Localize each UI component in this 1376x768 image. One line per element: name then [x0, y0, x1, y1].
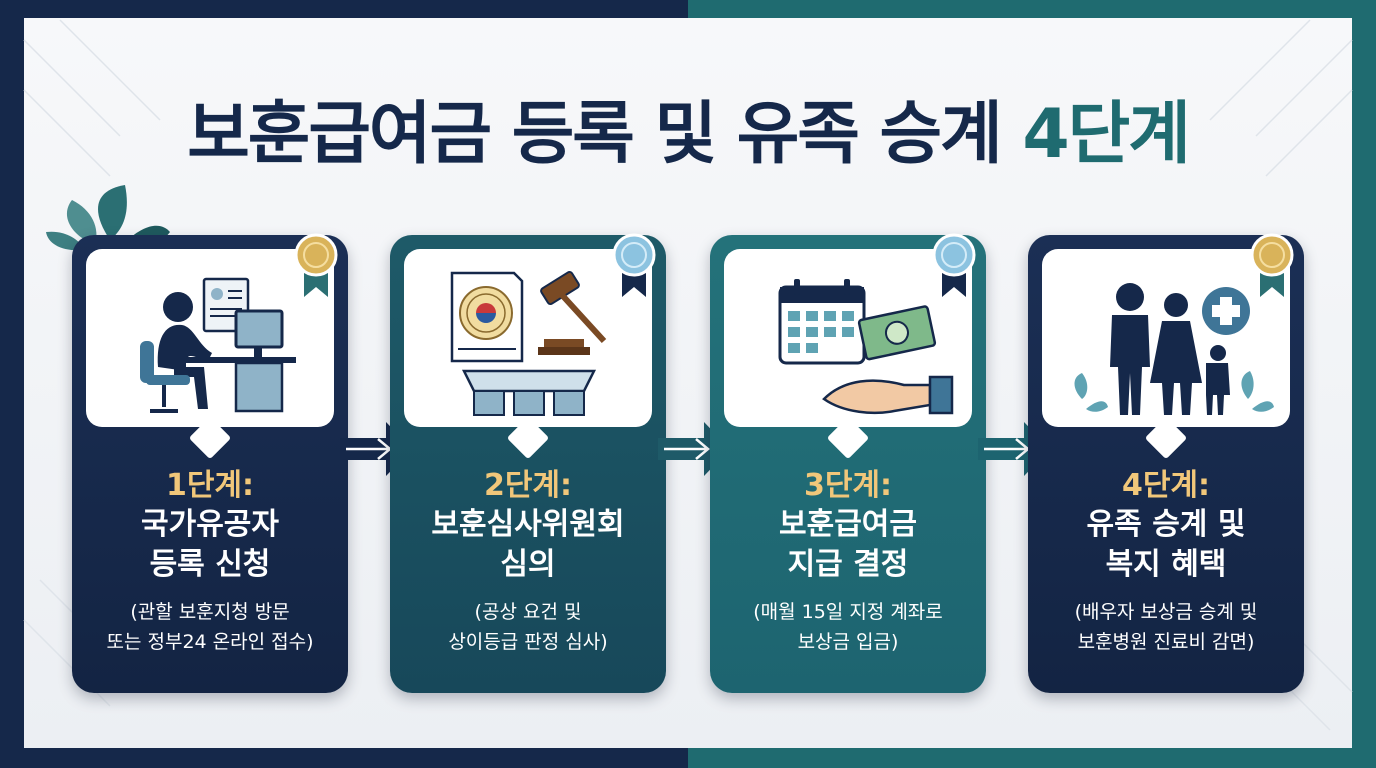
- step-detail: (매월 15일 지정 계좌로 보상금 입금): [753, 601, 943, 653]
- step-illustration-box: [724, 249, 972, 427]
- step-illustration-box: [86, 249, 334, 427]
- step-label: 3단계:: [803, 468, 893, 503]
- gavel-document-icon: [450, 270, 607, 416]
- step-illustration-box: [1042, 249, 1290, 427]
- step-detail: (관할 보훈지청 방문 또는 정부24 온라인 접수): [106, 601, 314, 653]
- calendar-money-hand-icon: [778, 279, 954, 415]
- step-card-1: 1단계: 국가유공자 등록 신청 (관할 보훈지청 방문 또는 정부24 온라인…: [72, 233, 348, 693]
- step-heading: 보훈심사위원회 심의: [431, 507, 625, 582]
- award-medal-icon: [294, 233, 338, 297]
- step-card-4: 4단계: 유족 승계 및 복지 혜택 (배우자 보상금 승계 및 보훈병원 진료…: [1028, 233, 1304, 693]
- step-illustration-box: [404, 249, 652, 427]
- step-heading: 보훈급여금 지급 결정: [779, 507, 917, 582]
- page-title: 보훈급여금 등록 및 유족 승계 4단계: [187, 95, 1191, 174]
- award-medal-icon: [1250, 233, 1294, 297]
- family-medical-cross-icon: [1074, 283, 1274, 415]
- award-medal-icon: [612, 233, 656, 297]
- step-label: 4단계:: [1121, 468, 1211, 503]
- step-card-2: 2단계: 보훈심사위원회 심의 (공상 요건 및 상이등급 판정 심사): [390, 233, 666, 693]
- step-card-3: 3단계: 보훈급여금 지급 결정 (매월 15일 지정 계좌로 보상금 입금): [710, 233, 986, 693]
- person-at-computer-icon: [140, 277, 296, 413]
- step-label: 2단계:: [483, 468, 573, 503]
- step-heading: 국가유공자 등록 신청: [141, 507, 279, 582]
- award-medal-icon: [932, 233, 976, 297]
- step-heading: 유족 승계 및 복지 혜택: [1086, 507, 1246, 582]
- step-label: 1단계:: [165, 468, 255, 503]
- step-detail: (배우자 보상금 승계 및 보훈병원 진료비 감면): [1074, 601, 1258, 653]
- step-detail: (공상 요건 및 상이등급 판정 심사): [448, 601, 608, 653]
